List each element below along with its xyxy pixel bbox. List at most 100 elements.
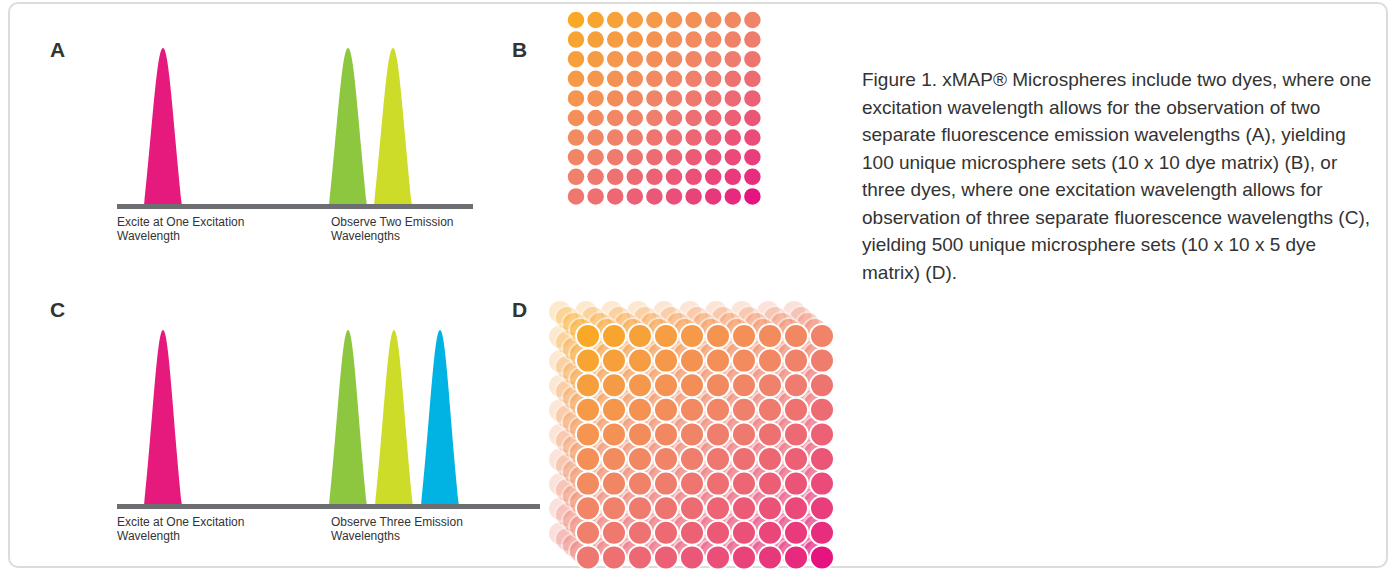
microsphere: [685, 187, 703, 205]
microsphere: [810, 422, 834, 446]
microsphere: [810, 373, 834, 397]
microsphere: [743, 89, 761, 107]
microsphere-grid: [567, 11, 761, 205]
microsphere: [576, 545, 600, 569]
microsphere: [628, 349, 652, 373]
microsphere: [576, 324, 600, 348]
microsphere: [704, 31, 722, 49]
microsphere: [628, 422, 652, 446]
microsphere: [704, 168, 722, 186]
microsphere: [680, 496, 704, 520]
microsphere: [628, 373, 652, 397]
microsphere: [665, 187, 683, 205]
microsphere: [680, 447, 704, 471]
microsphere: [602, 472, 626, 496]
microsphere: [732, 472, 756, 496]
axis-label: Observe Three Emission Wavelengths: [331, 516, 486, 544]
microsphere: [680, 398, 704, 422]
microsphere: [606, 70, 624, 88]
microsphere: [724, 31, 742, 49]
microsphere: [602, 496, 626, 520]
microsphere: [685, 50, 703, 68]
microsphere: [758, 447, 782, 471]
microsphere: [706, 373, 730, 397]
microsphere: [743, 11, 761, 29]
microsphere: [758, 422, 782, 446]
dye-layer: [562, 312, 820, 557]
microsphere: [758, 545, 782, 569]
microsphere: [685, 70, 703, 88]
microsphere: [628, 496, 652, 520]
microsphere: [645, 187, 663, 205]
microsphere: [602, 324, 626, 348]
microsphere: [645, 70, 663, 88]
microsphere: [810, 447, 834, 471]
microsphere: [645, 168, 663, 186]
microsphere: [784, 373, 808, 397]
microsphere: [810, 496, 834, 520]
panel-letter: D: [512, 298, 542, 322]
microsphere: [606, 50, 624, 68]
microsphere: [680, 422, 704, 446]
microsphere: [567, 11, 585, 29]
emission-peak: [329, 48, 367, 206]
emission-peak: [329, 330, 367, 506]
microsphere: [732, 324, 756, 348]
microsphere: [680, 545, 704, 569]
microsphere: [665, 168, 683, 186]
microsphere: [645, 11, 663, 29]
microsphere: [602, 521, 626, 545]
microsphere: [587, 148, 605, 166]
microsphere: [626, 11, 644, 29]
microsphere: [704, 129, 722, 147]
axis-label: Excite at One Excitation Wavelength: [117, 516, 272, 544]
microsphere: [810, 324, 834, 348]
microsphere: [645, 31, 663, 49]
microsphere: [724, 89, 742, 107]
axis-label: Excite at One Excitation Wavelength: [117, 216, 272, 244]
microsphere: [685, 129, 703, 147]
microsphere: [680, 373, 704, 397]
microsphere: [602, 398, 626, 422]
microsphere: [732, 545, 756, 569]
microsphere: [706, 447, 730, 471]
microsphere: [665, 70, 683, 88]
microsphere: [743, 70, 761, 88]
microsphere: [576, 373, 600, 397]
microsphere: [724, 11, 742, 29]
baseline: [117, 204, 473, 209]
microsphere: [680, 521, 704, 545]
microsphere: [665, 129, 683, 147]
microsphere: [606, 31, 624, 49]
microsphere: [587, 109, 605, 127]
excitation-peak: [144, 48, 182, 206]
microsphere: [743, 50, 761, 68]
microsphere-cube: [548, 300, 834, 569]
microsphere: [602, 422, 626, 446]
microsphere: [606, 89, 624, 107]
microsphere: [576, 398, 600, 422]
microsphere: [587, 187, 605, 205]
microsphere: [645, 109, 663, 127]
dye-layer: [569, 318, 827, 563]
microsphere: [784, 324, 808, 348]
microsphere: [810, 521, 834, 545]
microsphere: [743, 148, 761, 166]
microsphere: [654, 422, 678, 446]
microsphere: [654, 373, 678, 397]
microsphere: [704, 148, 722, 166]
microsphere: [665, 109, 683, 127]
microsphere: [628, 472, 652, 496]
microsphere: [626, 148, 644, 166]
microsphere: [758, 373, 782, 397]
spectrum-a: [117, 48, 473, 209]
microsphere: [645, 129, 663, 147]
microsphere: [606, 187, 624, 205]
microsphere: [732, 398, 756, 422]
microsphere: [567, 31, 585, 49]
microsphere: [810, 545, 834, 569]
microsphere: [567, 187, 585, 205]
microsphere: [685, 109, 703, 127]
microsphere: [587, 129, 605, 147]
microsphere: [706, 398, 730, 422]
